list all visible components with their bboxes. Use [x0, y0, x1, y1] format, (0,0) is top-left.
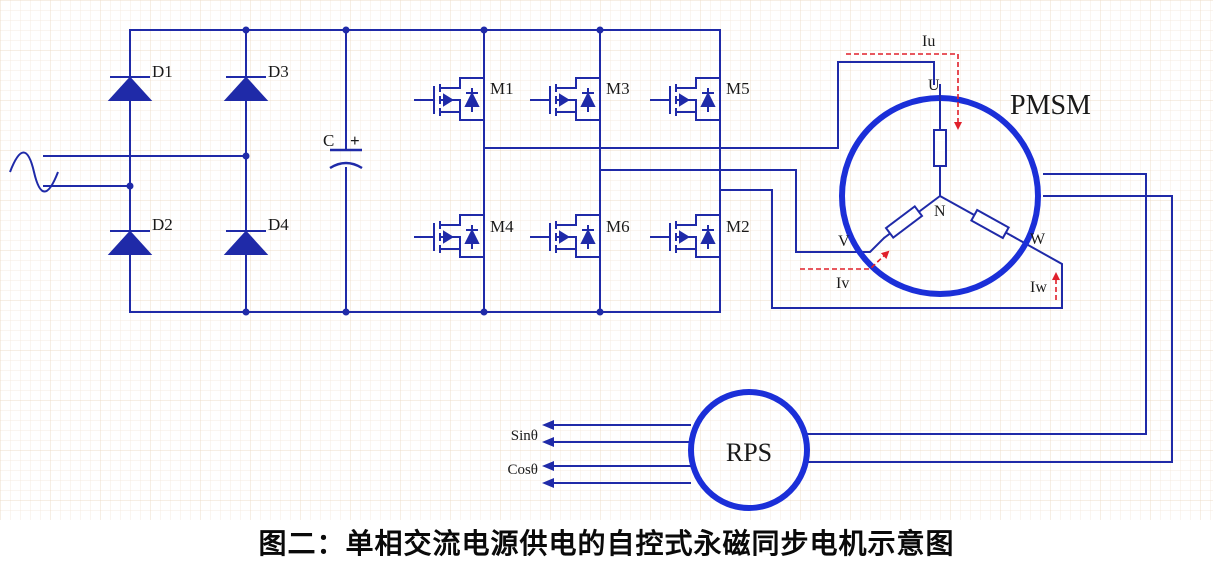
current-label-iw: Iw: [1030, 279, 1047, 296]
phase-u-label: U: [928, 77, 940, 94]
diode-label-d1: D1: [152, 62, 173, 81]
capacitor: [329, 148, 363, 170]
diode-d4: [223, 230, 269, 255]
mosfet-label-m3: M3: [606, 79, 630, 98]
current-arrow-iu: [846, 53, 962, 130]
motor-label: PMSM: [1010, 90, 1091, 121]
capacitor-label: C: [323, 131, 334, 150]
rps-sensor: [688, 389, 810, 511]
output-label-cos: Cosθ: [507, 462, 538, 478]
current-label-iv: Iv: [836, 275, 849, 292]
circuit-diagram: D1 D3 D2 D4 C + M1 M3 M5 M4 M6 M2: [0, 0, 1213, 520]
diode-d3: [223, 76, 269, 101]
mosfet-label-m5: M5: [726, 79, 750, 98]
mosfet-label-m2: M2: [726, 217, 750, 236]
sine-wave-icon: [9, 151, 59, 193]
rps-label: RPS: [726, 438, 772, 467]
mosfet-label-m1: M1: [490, 79, 514, 98]
capacitor-polarity: +: [350, 131, 360, 150]
mosfet-label-m6: M6: [606, 217, 630, 236]
figure-caption: 图二：单相交流电源供电的自控式永磁同步电机示意图: [258, 527, 955, 560]
junctions: [126, 26, 604, 316]
output-label-sin: Sinθ: [511, 428, 538, 444]
motor-neutral-label: N: [934, 203, 946, 220]
mosfet-label-m4: M4: [490, 217, 514, 236]
diode-label-d3: D3: [268, 62, 289, 81]
current-label-iu: Iu: [922, 33, 935, 50]
diode-label-d4: D4: [268, 215, 289, 234]
phase-v-label: V: [838, 233, 850, 250]
diode-d1: [107, 76, 153, 101]
phase-w-label: W: [1030, 231, 1046, 248]
diode-label-d2: D2: [152, 215, 173, 234]
rps-output-arrows: [542, 420, 554, 488]
motor-windings: [883, 84, 1013, 240]
diode-d2: [107, 230, 153, 255]
